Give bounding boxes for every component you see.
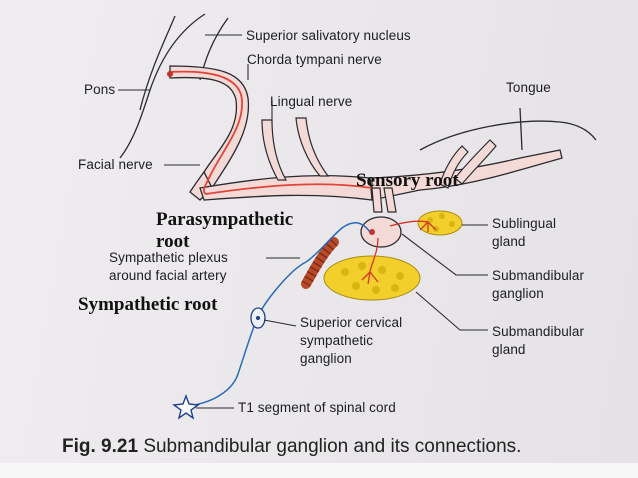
pons-outline bbox=[119, 13, 229, 159]
salivatory-nucleus-marker bbox=[167, 71, 173, 77]
label-superior-salivatory-nucleus: Superior salivatory nucleus bbox=[246, 28, 411, 43]
label-pons: Pons bbox=[84, 82, 116, 97]
label-lingual-nerve: Lingual nerve bbox=[270, 94, 353, 109]
label-sympathetic-plexus-line2: around facial artery bbox=[109, 268, 227, 283]
ganglion-cell-marker bbox=[369, 229, 375, 235]
tongue-outline bbox=[419, 107, 597, 151]
label-chorda-tympani-nerve: Chorda tympani nerve bbox=[247, 52, 382, 67]
overlay-parasympathetic-root-line2: root bbox=[156, 231, 190, 252]
label-sublingual-gland-line2: gland bbox=[492, 234, 526, 249]
label-tongue: Tongue bbox=[506, 80, 551, 95]
cervical-ganglion-cell bbox=[256, 316, 260, 320]
label-submandibular-ganglion-line2: ganglion bbox=[492, 286, 544, 301]
figure-caption: Fig. 9.21 Submandibular ganglion and its… bbox=[62, 436, 521, 458]
submandibular-ganglion bbox=[360, 216, 402, 248]
label-superior-cervical-line3: ganglion bbox=[300, 351, 352, 366]
label-submandibular-gland-line2: gland bbox=[492, 342, 526, 357]
ganglion-roots bbox=[371, 187, 397, 213]
lingual-nerve bbox=[199, 117, 563, 201]
overlay-sympathetic-root: Sympathetic root bbox=[78, 294, 218, 315]
overlay-sensory-root: Sensory root bbox=[356, 170, 459, 191]
overlay-parasympathetic-root-line1: Parasympathetic bbox=[156, 209, 294, 230]
label-sublingual-gland-line1: Sublingual bbox=[492, 216, 557, 231]
label-t1-segment: T1 segment of spinal cord bbox=[238, 400, 396, 415]
t1-segment-star bbox=[172, 394, 200, 420]
submandibular-gland bbox=[323, 255, 421, 301]
facial-artery-rings bbox=[301, 238, 338, 287]
figure-number: Fig. 9.21 bbox=[62, 436, 139, 457]
figure-caption-text: Submandibular ganglion and its connectio… bbox=[143, 436, 522, 457]
label-superior-cervical-line1: Superior cervical bbox=[300, 315, 403, 330]
label-facial-nerve: Facial nerve bbox=[78, 157, 153, 172]
label-submandibular-ganglion-line1: Submandibular bbox=[492, 268, 585, 283]
leader-lines bbox=[118, 34, 488, 409]
label-superior-cervical-line2: sympathetic bbox=[300, 333, 374, 348]
label-submandibular-gland-line1: Submandibular bbox=[492, 324, 585, 339]
sublingual-gland bbox=[417, 210, 463, 236]
postganglionic-fibers bbox=[361, 220, 437, 285]
label-sympathetic-plexus-line1: Sympathetic plexus bbox=[109, 250, 228, 265]
bottom-margin-strip bbox=[0, 463, 638, 478]
sympathetic-fiber bbox=[185, 222, 371, 407]
parasympathetic-fiber bbox=[169, 70, 373, 195]
